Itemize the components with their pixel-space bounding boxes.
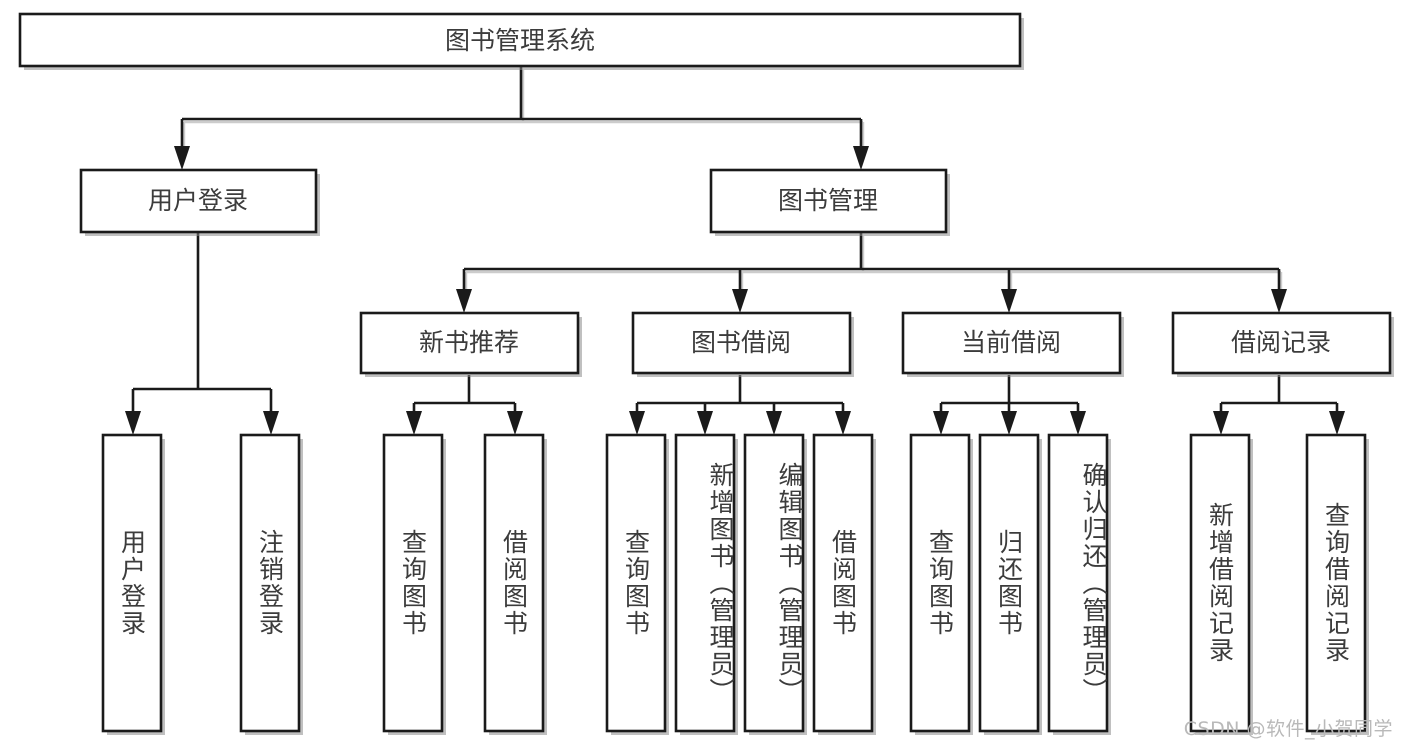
leaf-query-book-3-rect[interactable]	[909, 433, 971, 733]
connector-layer	[125, 66, 1345, 435]
arrow-leaf-logout	[263, 411, 279, 435]
node-root-rect[interactable]	[18, 12, 1022, 68]
node-new-book-rec[interactable]: 新书推荐	[359, 311, 582, 377]
arrow-leaf-query-book-2	[629, 411, 645, 435]
leaf-confirm-return-rect[interactable]	[1047, 433, 1109, 733]
arrow-to-user-login	[174, 146, 190, 170]
node-borrow-record-rect[interactable]	[1171, 311, 1392, 375]
arrow-to-book-borrow	[732, 289, 748, 313]
arrow-leaf-borrow-book-1	[507, 411, 523, 435]
leaf-borrow-book-2-rect[interactable]	[812, 433, 874, 733]
node-current-borrow[interactable]: 当前借阅	[901, 311, 1124, 377]
connector-current-borrow-to-leaves	[939, 375, 1080, 418]
node-new-book-rec-label: 新书推荐	[419, 328, 519, 357]
node-borrow-record-label: 借阅记录	[1231, 328, 1331, 357]
connector-book-manage-to-level3	[462, 232, 1281, 296]
arrow-leaf-confirm-return	[1070, 411, 1086, 435]
node-book-borrow-label: 图书借阅	[691, 328, 791, 357]
arrow-to-current-borrow	[1001, 289, 1017, 313]
connector-user-login-to-leaves	[131, 232, 273, 418]
node-current-borrow-rect[interactable]	[901, 311, 1122, 375]
arrow-leaf-query-book-3	[933, 411, 949, 435]
leaf-add-record-rect[interactable]	[1189, 433, 1251, 733]
connector-level3-shadow	[464, 236, 1283, 300]
node-book-borrow-rect[interactable]	[631, 311, 852, 375]
node-root-label: 图书管理系统	[445, 26, 595, 55]
leaf-query-record-rect[interactable]	[1305, 433, 1367, 733]
leaf-logout-rect[interactable]	[239, 433, 301, 733]
node-book-manage-rect[interactable]	[709, 168, 948, 234]
node-book-manage[interactable]: 图书管理	[709, 168, 950, 236]
arrow-to-new-book-rec	[456, 289, 472, 313]
node-root[interactable]: 图书管理系统	[18, 12, 1024, 70]
arrow-leaf-user-login	[125, 411, 141, 435]
node-current-borrow-label: 当前借阅	[961, 328, 1061, 357]
connector-borrow-record-to-leaves	[1219, 375, 1339, 418]
leaf-user-login-rect[interactable]	[101, 433, 163, 733]
connector-root-to-level2	[180, 66, 863, 154]
csdn-watermark: CSDN @软件_小贺同学	[1183, 718, 1393, 740]
leaf-edit-book-rect[interactable]	[743, 433, 805, 733]
arrow-leaf-borrow-book-2	[835, 411, 851, 435]
node-user-login-label: 用户登录	[148, 186, 248, 215]
connector-book-borrow-to-leaves	[635, 375, 845, 418]
leaf-borrow-book-1-rect[interactable]	[483, 433, 545, 733]
arrow-leaf-return-book	[1001, 411, 1017, 435]
leaf-box-layer	[101, 433, 1369, 735]
node-user-login-rect[interactable]	[79, 168, 318, 234]
arrow-leaf-edit-book	[766, 411, 782, 435]
connector-root-shadow	[182, 70, 865, 158]
node-user-login[interactable]: 用户登录	[79, 168, 320, 236]
arrow-leaf-add-book	[697, 411, 713, 435]
arrow-leaf-query-book-1	[406, 411, 422, 435]
node-book-manage-label: 图书管理	[778, 186, 878, 215]
arrow-to-borrow-record	[1271, 289, 1287, 313]
leaf-return-book-rect[interactable]	[978, 433, 1040, 733]
leaf-query-book-2-rect[interactable]	[605, 433, 667, 733]
leaf-add-book-rect[interactable]	[674, 433, 736, 733]
node-new-book-rec-rect[interactable]	[359, 311, 580, 375]
node-borrow-record[interactable]: 借阅记录	[1171, 311, 1394, 377]
arrow-leaf-query-record	[1329, 411, 1345, 435]
node-book-borrow[interactable]: 图书借阅	[631, 311, 854, 377]
connector-new-book-rec-to-leaves	[412, 375, 517, 418]
arrow-to-book-manage	[853, 146, 869, 170]
arrow-leaf-add-record	[1213, 411, 1229, 435]
leaf-query-book-1-rect[interactable]	[382, 433, 444, 733]
